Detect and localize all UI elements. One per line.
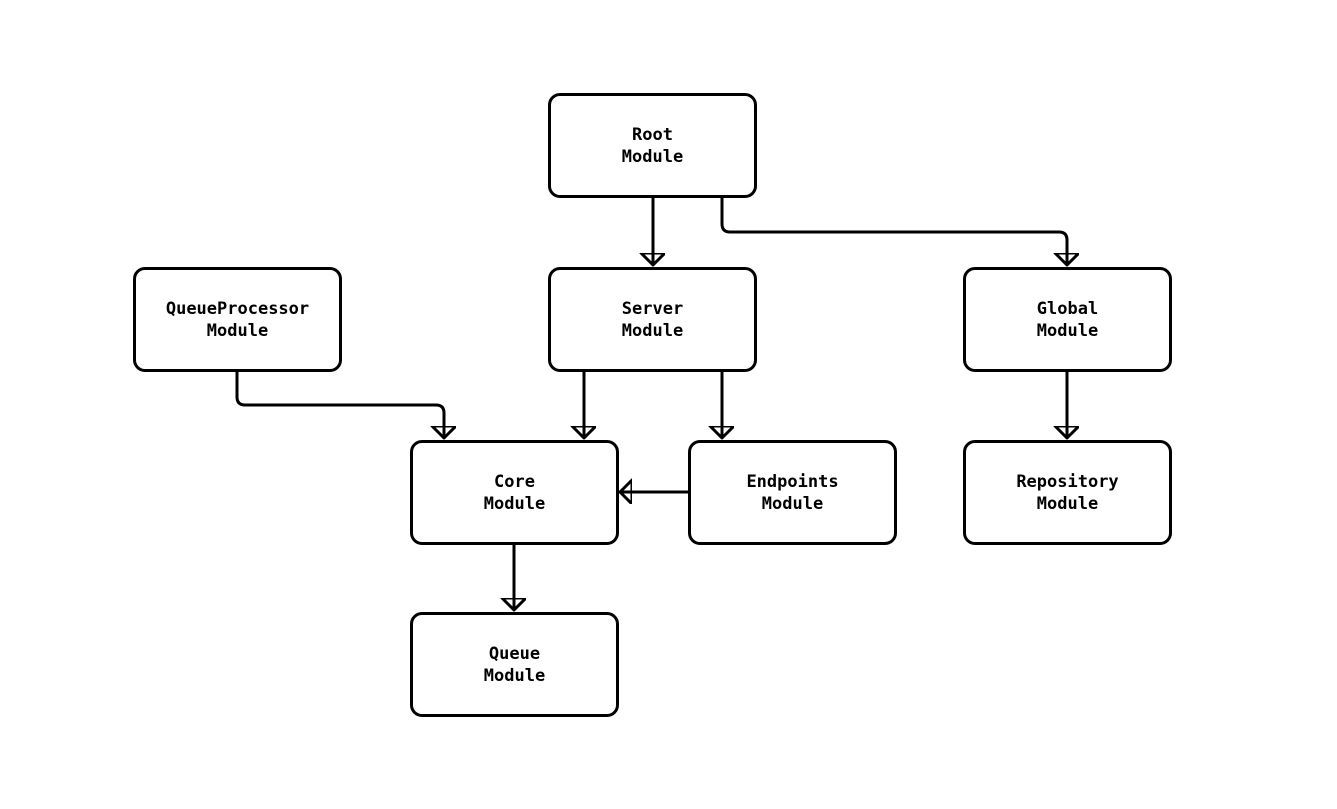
node-queue-module-label: Queue Module	[483, 643, 546, 686]
node-repository-module: Repository Module	[963, 440, 1172, 545]
node-root-module-label: Root Module	[621, 124, 684, 167]
node-global-module: Global Module	[963, 267, 1172, 372]
edge-root-to-global-arrow	[720, 198, 1067, 265]
node-server-module-label: Server Module	[621, 298, 684, 341]
node-endpoints-module-label: Endpoints Module	[746, 471, 839, 514]
node-core-module: Core Module	[410, 440, 619, 545]
node-global-module-label: Global Module	[1036, 298, 1099, 341]
node-queue-module: Queue Module	[410, 612, 619, 717]
node-repository-module-label: Repository Module	[1016, 471, 1119, 514]
node-root-module: Root Module	[548, 93, 757, 198]
node-endpoints-module: Endpoints Module	[688, 440, 897, 545]
node-core-module-label: Core Module	[483, 471, 546, 514]
node-queueprocessor-module: QueueProcessor Module	[133, 267, 342, 372]
node-queueprocessor-module-label: QueueProcessor Module	[165, 298, 310, 341]
edge-queueprocessor-to-core-arrow	[235, 372, 444, 438]
node-server-module: Server Module	[548, 267, 757, 372]
